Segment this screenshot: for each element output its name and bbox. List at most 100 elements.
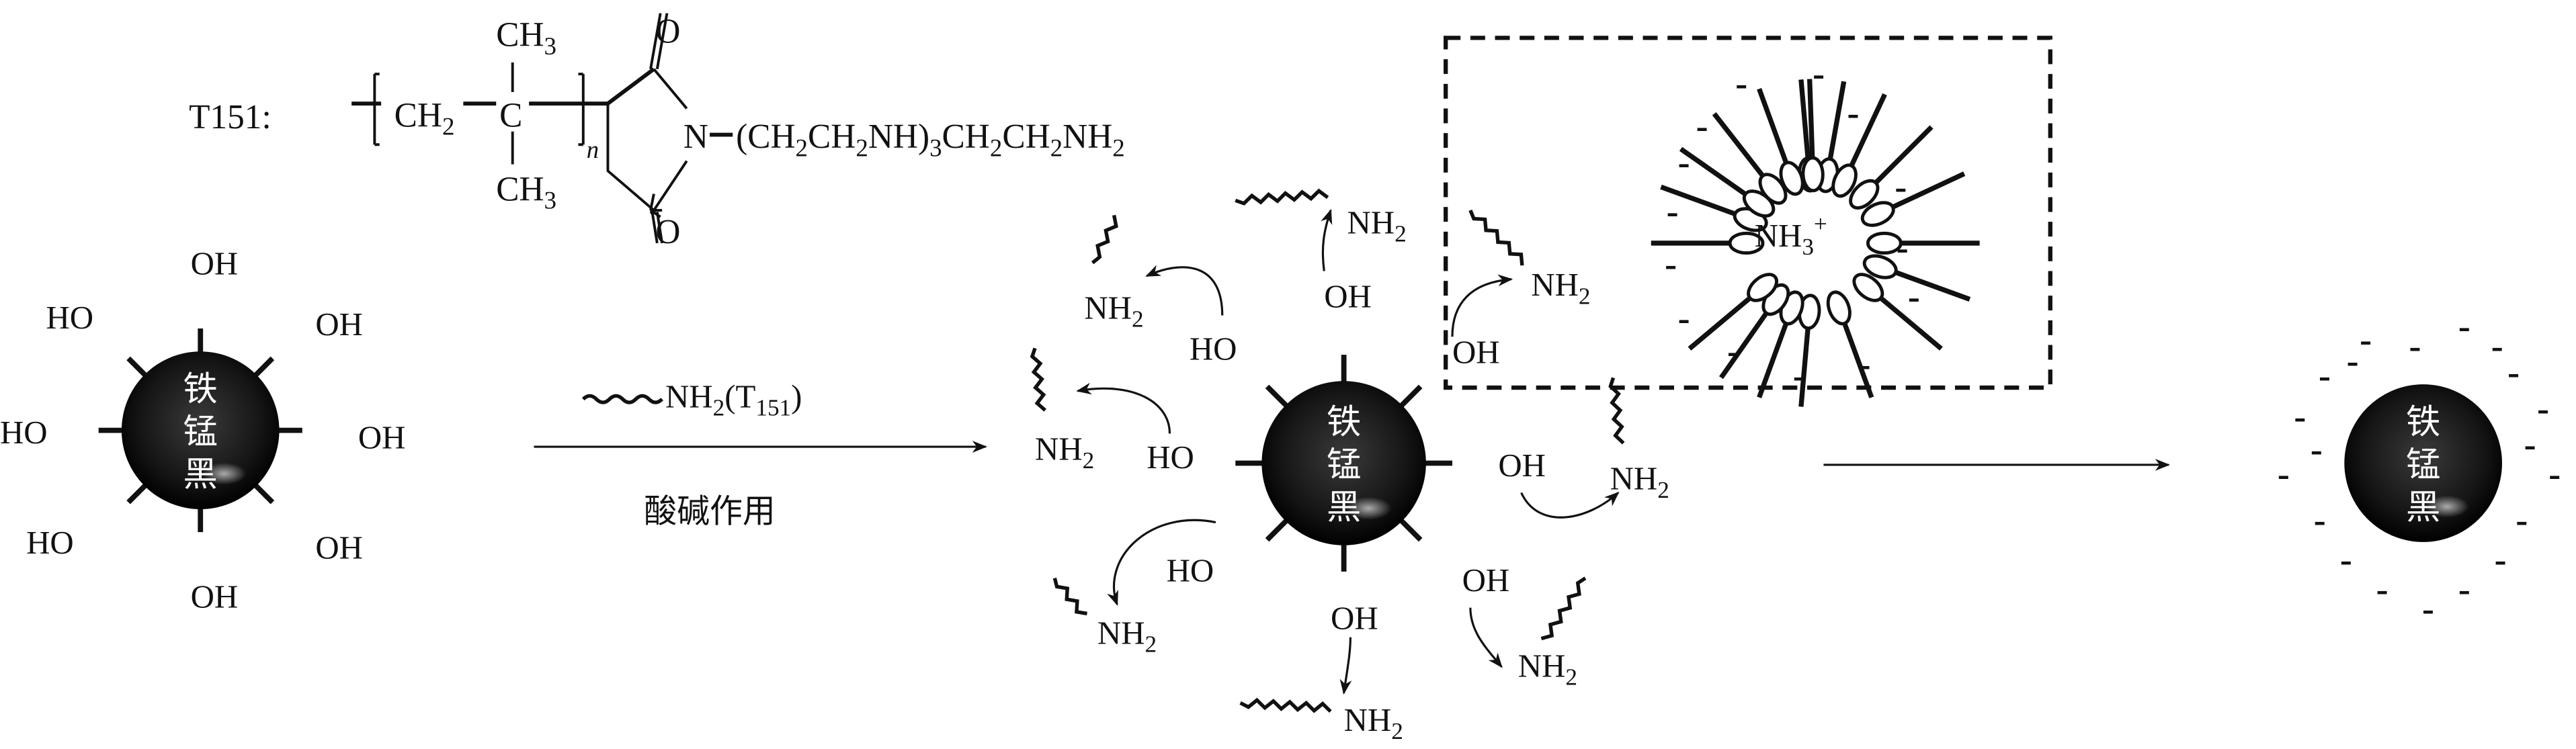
- right-bracket: [578, 73, 585, 146]
- sphere-highlight: [202, 462, 247, 485]
- negative-charge: -: [1859, 344, 1871, 384]
- negative-charge: -: [1678, 298, 1690, 338]
- hydroxyl-group: HO: [1190, 330, 1237, 367]
- t151-chain-icon: [581, 394, 664, 404]
- amine-group: NH2: [1610, 460, 1669, 503]
- micelle-core-label: NH3+: [1755, 211, 1827, 260]
- reaction-curved-arrow: [1469, 607, 1503, 668]
- surface-bond: [1265, 517, 1290, 542]
- surfactant-tail: [1888, 171, 1966, 211]
- particle-label-char: 铁: [1327, 402, 1361, 443]
- surfactant-head: [1758, 173, 1788, 205]
- amine-group: NH2: [1084, 289, 1143, 332]
- negative-charge: -: [2516, 500, 2528, 540]
- hydroxyl-group: OH: [1462, 562, 1510, 599]
- negative-charge: -: [1665, 244, 1677, 284]
- hydroxyl-group: HO: [46, 299, 93, 336]
- negative-charge: -: [2548, 454, 2561, 494]
- surfactant-tail: [1798, 79, 1811, 162]
- amine-group: NH2: [1035, 431, 1094, 474]
- hydroxyl-group: OH: [358, 419, 406, 456]
- particle-label-char: 铁: [2406, 402, 2440, 443]
- hydroxyl-group: OH: [1452, 333, 1500, 370]
- carbonyl-double-bond-bottom: [649, 209, 664, 244]
- surfactant-head: [1728, 231, 1765, 255]
- micelle-inset: -------------- NH3+: [1443, 36, 2052, 407]
- formula-label: T151:: [189, 98, 272, 136]
- t151-chain: [1052, 577, 1087, 616]
- negative-charge: -: [2347, 341, 2359, 381]
- reverse-micelle: --------------: [1651, 53, 1980, 407]
- amine-group: NH2: [1531, 266, 1590, 309]
- negative-charge: -: [2495, 539, 2507, 580]
- dashed-box: [1443, 36, 2052, 390]
- negative-charge: -: [2340, 539, 2352, 580]
- surfactant-tail: [1841, 319, 1874, 398]
- negative-charge: -: [2491, 326, 2503, 366]
- hydroxyl-group: OH: [315, 529, 363, 566]
- ring-bond: [653, 68, 688, 212]
- negative-charge: -: [1678, 142, 1690, 182]
- t151-structural-formula: T151: CH2 C CH3 CH3 n O O N (CH2CH2NH)3C…: [189, 13, 1125, 251]
- particle-label-char: 锰: [183, 412, 218, 452]
- surfactant-tail: [1688, 294, 1754, 351]
- negative-charge: -: [2319, 355, 2331, 396]
- particle-label-char: 锰: [2406, 445, 2440, 485]
- negative-charge: -: [2524, 425, 2536, 465]
- surfactant-head: [1831, 163, 1858, 198]
- t151-chain: [1239, 697, 1332, 713]
- oxygen-bottom: O: [655, 213, 680, 251]
- negative-charge: -: [2314, 500, 2326, 540]
- particle-label-char: 黑: [183, 455, 218, 495]
- surfactant-tail: [1718, 308, 1771, 380]
- surfactant-tail: [1798, 324, 1811, 407]
- negative-charge: -: [1813, 53, 1825, 93]
- hydroxyl-group: HO: [0, 414, 48, 451]
- reaction-curved-arrow: [1520, 492, 1620, 519]
- t151-chain: [1468, 210, 1524, 266]
- reaction-curved-arrow: [1076, 382, 1171, 434]
- negative-charge: -: [2422, 588, 2434, 629]
- ring-bond: [606, 103, 655, 212]
- surfactant-tail: [1757, 87, 1790, 167]
- surfactant-head: [1779, 161, 1804, 196]
- surfactant-tail: [1891, 269, 1971, 302]
- particle-label-char: 锰: [1327, 445, 1361, 485]
- negative-charge: -: [1727, 331, 1739, 371]
- surface-bond: [251, 482, 275, 504]
- negative-charge: -: [2537, 388, 2549, 429]
- negative-charge: -: [2294, 396, 2306, 437]
- negative-charge: -: [1895, 167, 1907, 207]
- surfactant-tail: [1827, 81, 1847, 163]
- t151-chain: [1030, 347, 1046, 412]
- polyamine-chain: (CH2CH2NH)3CH2CH2NH2: [736, 118, 1125, 161]
- reaction-arrow-1: NH2(T151) 酸碱作用: [534, 378, 987, 531]
- hydroxyl-group: OH: [1498, 447, 1546, 484]
- negative-charge: -: [2278, 454, 2290, 494]
- negative-charge: -: [2360, 319, 2372, 359]
- negative-charge: -: [2311, 429, 2323, 470]
- amine-group: NH2: [1344, 701, 1403, 744]
- hydroxyl-group: HO: [26, 524, 74, 561]
- sphere-highlight: [1345, 496, 1392, 520]
- surfactant-head: [1826, 290, 1852, 326]
- particle-label-char: 黑: [2406, 488, 2440, 528]
- hydroxyl-group: OH: [191, 245, 239, 281]
- condition-label: 酸碱作用: [644, 492, 776, 531]
- hydroxyl-group: HO: [1147, 439, 1194, 476]
- negative-charge: -: [1735, 63, 1747, 103]
- quaternary-carbon: C: [499, 96, 522, 134]
- surfactant-tail: [1806, 79, 1815, 161]
- negative-charge: -: [1667, 191, 1679, 232]
- hydroxyl-group: OH: [315, 306, 363, 343]
- right-particle-charged: 铁锰黑--------------------: [2278, 306, 2561, 629]
- surface-bond: [1265, 384, 1290, 410]
- ch3-bottom: CH3: [496, 170, 556, 214]
- hydroxyl-group: OH: [191, 578, 239, 615]
- surfactant-tail: [1847, 93, 1887, 170]
- surfactant-tail: [1876, 294, 1943, 351]
- reaction-curved-arrow: [1145, 265, 1224, 316]
- negative-charge: -: [1908, 277, 1920, 317]
- nitrogen-atom: N: [683, 118, 708, 156]
